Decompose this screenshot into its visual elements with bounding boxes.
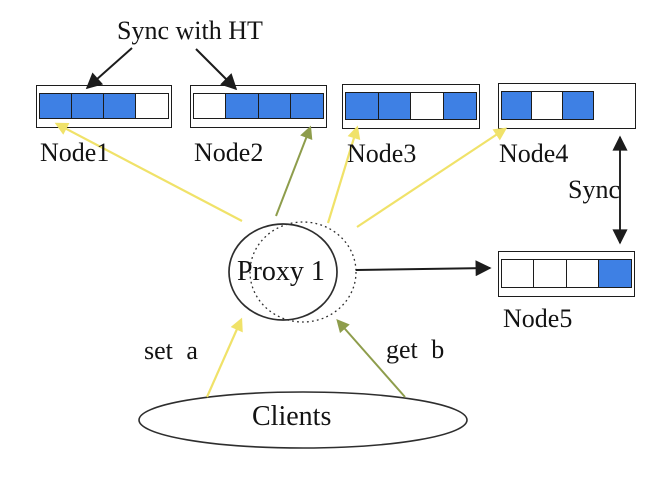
memory-cell-white xyxy=(135,93,170,119)
get-b-label: get b xyxy=(386,335,445,364)
memory-cell-blue xyxy=(257,93,292,119)
proxy-label: Proxy 1 xyxy=(237,256,325,287)
cell-row xyxy=(501,259,633,288)
memory-cell-blue xyxy=(501,91,533,120)
memory-cell-white xyxy=(501,259,535,288)
arrow-syncht-to-node1 xyxy=(85,47,133,90)
node3-box xyxy=(342,84,480,129)
memory-cell-blue xyxy=(377,92,412,120)
node1-label: Node1 xyxy=(40,138,110,167)
cell-row xyxy=(345,92,478,120)
arrow-proxy-to-node5 xyxy=(355,260,492,277)
arrow-syncht-to-node2 xyxy=(195,48,238,91)
cell-row xyxy=(501,91,633,120)
cell-row xyxy=(193,93,325,119)
memory-cell-blue xyxy=(103,93,137,119)
node4-label: Node4 xyxy=(499,139,569,168)
node3-label: Node3 xyxy=(347,139,417,168)
memory-cell-blue xyxy=(225,93,260,119)
node2-box xyxy=(190,85,327,128)
memory-cell-white xyxy=(410,92,445,120)
node4-box xyxy=(498,83,636,129)
memory-cell-blue xyxy=(71,93,105,119)
memory-cell-blue xyxy=(442,92,478,120)
memory-cell-blue xyxy=(598,259,633,288)
arrow-proxy-to-node2 xyxy=(275,125,313,217)
memory-cell-blue xyxy=(39,93,73,119)
memory-cell-white xyxy=(531,91,564,120)
clients-label: Clients xyxy=(252,401,332,432)
node5-label: Node5 xyxy=(503,304,573,333)
node1-box xyxy=(36,85,172,128)
sync-label: Sync xyxy=(568,175,620,204)
memory-cell-blue xyxy=(561,91,594,120)
memory-cell-blue xyxy=(345,92,380,120)
node5-box xyxy=(498,251,635,297)
node2-label: Node2 xyxy=(194,138,264,167)
memory-cell-blue xyxy=(290,93,325,119)
set-a-label: set a xyxy=(144,336,198,365)
cell-row xyxy=(39,93,170,119)
memory-cell-white xyxy=(565,259,600,288)
arrow-set-a xyxy=(205,317,243,398)
memory-cell-white xyxy=(193,93,227,119)
sync-with-ht-label: Sync with HT xyxy=(117,16,263,45)
memory-cell-white xyxy=(533,259,568,288)
